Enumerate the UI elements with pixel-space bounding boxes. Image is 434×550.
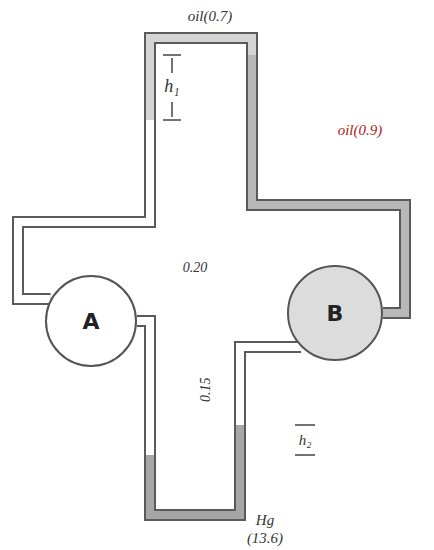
tube-annotation: 0.20 bbox=[183, 260, 208, 275]
bulb-vessel: A bbox=[45, 275, 137, 367]
tube-annotation: h₁ bbox=[164, 77, 179, 97]
level-marks bbox=[163, 55, 315, 455]
tube-annotation: oil(0.9) bbox=[338, 122, 383, 139]
bulb-vessel: B bbox=[287, 265, 383, 361]
tube-annotation: oil(0.7) bbox=[188, 8, 233, 25]
vessel-label: B bbox=[327, 301, 344, 326]
vessel-label: A bbox=[82, 309, 99, 334]
tube-annotation: h₂ bbox=[299, 432, 312, 449]
connecting-tube bbox=[137, 321, 301, 515]
tube-annotation: Hg bbox=[256, 512, 274, 529]
tube-annotation: (13.6) bbox=[247, 530, 283, 547]
oil-column bbox=[150, 38, 252, 120]
tube-annotation: 0.15 bbox=[197, 378, 212, 403]
mercury-column bbox=[150, 425, 240, 515]
